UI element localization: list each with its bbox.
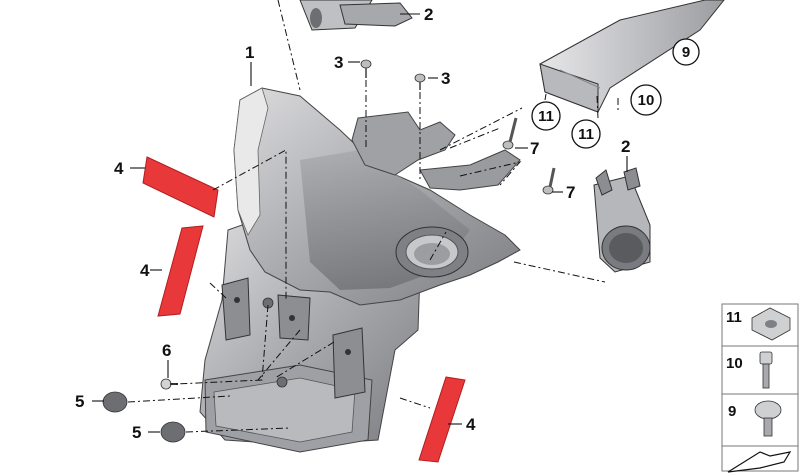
hex-screw-icon xyxy=(759,351,773,389)
callout-5-upper: 5 xyxy=(75,392,84,411)
callout-4-lower: 4 xyxy=(466,415,476,434)
panel-row-11-label: 11 xyxy=(726,309,742,326)
screw-7-lower xyxy=(542,167,556,195)
torx-screw-icon xyxy=(754,400,782,437)
callout-11-left: 11 xyxy=(531,101,561,131)
parts-panel: 11 10 9 xyxy=(721,303,799,473)
panel-row-9-label: 9 xyxy=(728,403,736,420)
connector-top xyxy=(299,0,413,31)
screw-3-right xyxy=(414,73,426,90)
svg-text:11: 11 xyxy=(578,126,594,143)
connector-right xyxy=(593,167,651,273)
callout-3-left: 3 xyxy=(334,53,343,72)
callout-7-lower: 7 xyxy=(566,183,575,202)
clip-nut-icon xyxy=(751,307,791,341)
callout-9: 9 xyxy=(672,38,700,66)
svg-text:11: 11 xyxy=(538,108,554,125)
callout-6: 6 xyxy=(162,341,171,360)
callout-2-top: 2 xyxy=(424,5,433,24)
rubber-buffer-5-upper xyxy=(102,391,128,413)
panel-row-10-label: 10 xyxy=(726,355,743,372)
callout-3-right: 3 xyxy=(441,69,450,88)
arrow-icon xyxy=(727,451,792,473)
svg-text:9: 9 xyxy=(682,44,690,61)
rear-fender-body xyxy=(199,87,521,453)
reflector-upper xyxy=(142,156,219,218)
callout-leaders xyxy=(92,13,628,433)
svg-text:10: 10 xyxy=(638,92,655,109)
callout-4-upper: 4 xyxy=(114,159,124,178)
reflector-lower xyxy=(418,376,466,463)
mounting-arm xyxy=(539,0,725,113)
screw-7-upper xyxy=(502,117,518,150)
callout-4-middle: 4 xyxy=(140,261,150,280)
callout-2-right: 2 xyxy=(621,137,630,156)
callout-10: 10 xyxy=(630,84,662,116)
screw-3-left xyxy=(360,59,372,78)
callout-1: 1 xyxy=(245,43,254,62)
callout-11-right: 11 xyxy=(571,119,601,149)
assembly-lines xyxy=(127,0,619,433)
reflector-middle xyxy=(157,225,204,317)
callout-7-upper: 7 xyxy=(530,139,539,158)
bolt-6 xyxy=(160,378,178,390)
callout-5-lower: 5 xyxy=(132,423,141,442)
rubber-buffer-5-lower xyxy=(160,421,186,443)
